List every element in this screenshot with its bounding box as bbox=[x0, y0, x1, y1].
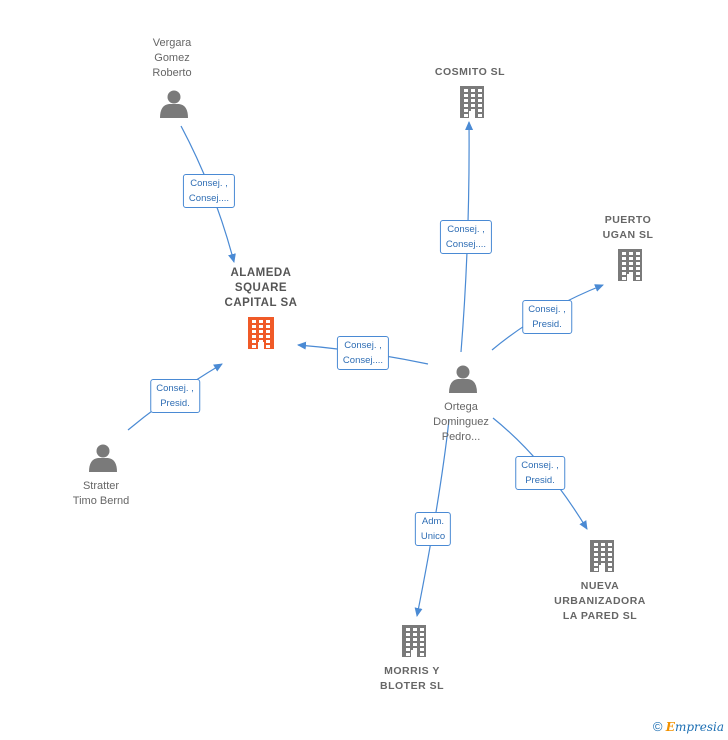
puerto-building-icon[interactable] bbox=[618, 249, 642, 281]
edge-label-ortega-puerto[interactable]: Consej. , Presid. bbox=[522, 300, 572, 334]
node-label-ortega[interactable]: Ortega Dominguez Pedro... bbox=[433, 401, 489, 443]
edge-label-stratter-alameda[interactable]: Consej. , Presid. bbox=[150, 379, 200, 413]
morris-building-icon[interactable] bbox=[402, 625, 426, 657]
copyright-symbol: © bbox=[652, 719, 663, 734]
stratter-person-icon[interactable] bbox=[89, 444, 117, 473]
vergara-person-icon[interactable] bbox=[160, 90, 188, 119]
node-label-morris[interactable]: MORRIS Y BLOTER SL bbox=[380, 665, 444, 692]
edge-label-ortega-nueva[interactable]: Consej. , Presid. bbox=[515, 456, 565, 490]
node-label-cosmito[interactable]: COSMITO SL bbox=[434, 66, 506, 78]
edge-label-ortega-cosmito[interactable]: Consej. , Consej.... bbox=[439, 220, 493, 254]
edge-ortega-morris bbox=[414, 419, 450, 617]
node-label-vergara[interactable]: Vergara Gomez Roberto bbox=[152, 37, 192, 79]
node-label-stratter[interactable]: Stratter Timo Bernd bbox=[72, 480, 130, 507]
edge-label-ortega-morris[interactable]: Adm. Unico bbox=[414, 512, 452, 546]
alameda-building-icon[interactable] bbox=[248, 317, 274, 349]
nueva-building-icon[interactable] bbox=[590, 540, 614, 572]
cosmito-building-icon[interactable] bbox=[460, 86, 484, 118]
footer-brand: © Empresia bbox=[653, 719, 724, 734]
brand-logo: Empresia bbox=[665, 720, 724, 734]
edge-label-vergara-alameda[interactable]: Consej. , Consej.... bbox=[182, 174, 236, 208]
node-label-alameda[interactable]: ALAMEDA SQUARE CAPITAL SA bbox=[224, 267, 298, 309]
node-label-nueva[interactable]: NUEVA URBANIZADORA LA PARED SL bbox=[554, 580, 646, 622]
node-label-puerto[interactable]: PUERTO UGAN SL bbox=[602, 214, 654, 241]
ortega-person-icon[interactable] bbox=[449, 365, 477, 394]
edge-label-ortega-alameda[interactable]: Consej. , Consej.... bbox=[336, 336, 390, 370]
